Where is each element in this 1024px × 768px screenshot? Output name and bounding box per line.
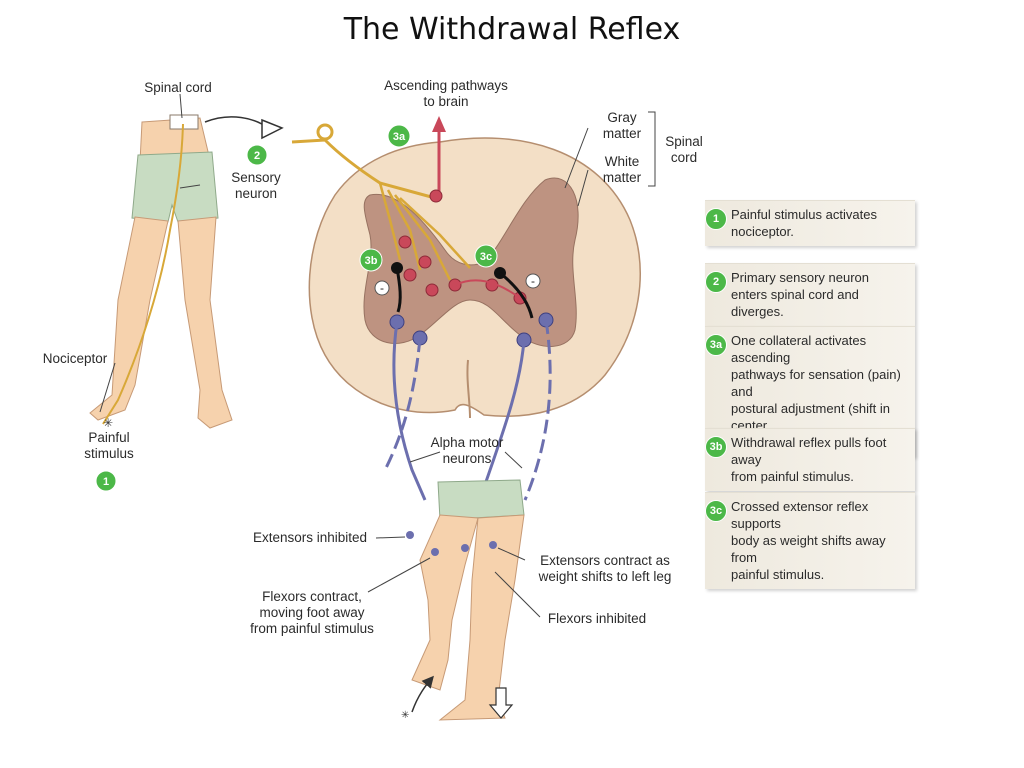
- badge-3a: 3a: [387, 124, 411, 148]
- step-badge: 1: [705, 208, 727, 230]
- badge-3b: 3b: [359, 248, 383, 272]
- sensory-neuron-path: [102, 123, 184, 425]
- step-badge: 2: [705, 271, 727, 293]
- badge-2: 2: [246, 144, 268, 166]
- step-text: Primary sensory neuron enters spinal cor…: [731, 270, 869, 319]
- label-spinal-cord: Spinal cord: [144, 80, 212, 95]
- svg-text:2: 2: [254, 150, 260, 162]
- step-badge: 3a: [705, 334, 727, 356]
- sensory-neuron: [291, 123, 471, 281]
- step-text: Withdrawal reflex pulls foot away from p…: [731, 435, 887, 484]
- weight-arrow: [488, 687, 514, 719]
- svg-text:-: -: [380, 281, 384, 295]
- inhibition-marker-right: -: [525, 273, 541, 289]
- badge-3c: 3c: [474, 244, 498, 268]
- inhibitory-interneurons: [391, 262, 534, 319]
- ascending-arrow: [432, 116, 446, 132]
- svg-text:-: -: [531, 274, 535, 288]
- svg-text:✳: ✳: [401, 710, 409, 721]
- svg-text:3b: 3b: [365, 255, 378, 267]
- spinal-cord-segment: [169, 114, 199, 130]
- label-extensors-inhibited: Extensors inhibited: [253, 530, 367, 545]
- label-flexors-inhibited: Flexors inhibited: [548, 611, 646, 626]
- shorts: [131, 151, 219, 223]
- standing-person: ✳: [89, 93, 284, 430]
- svg-text:1: 1: [103, 476, 109, 488]
- badge-1: 1: [95, 470, 117, 492]
- walking-legs: ✳: [367, 479, 541, 721]
- label-nociceptor: Nociceptor: [43, 351, 108, 366]
- step-badge: 3b: [705, 436, 727, 458]
- inhibition-marker-left: -: [374, 280, 390, 296]
- zoom-arrow: [261, 118, 284, 140]
- step-text: Crossed extensor reflex supports body as…: [731, 499, 886, 582]
- spinal-cord-cross-section: [291, 111, 656, 506]
- step-text: Painful stimulus activates nociceptor.: [731, 207, 877, 239]
- svg-text:✳: ✳: [103, 416, 113, 430]
- step-badge: 3c: [705, 500, 727, 522]
- svg-text:3a: 3a: [393, 131, 406, 143]
- shorts: [437, 479, 525, 521]
- svg-text:3c: 3c: [480, 251, 492, 263]
- page-title: The Withdrawal Reflex: [343, 12, 681, 47]
